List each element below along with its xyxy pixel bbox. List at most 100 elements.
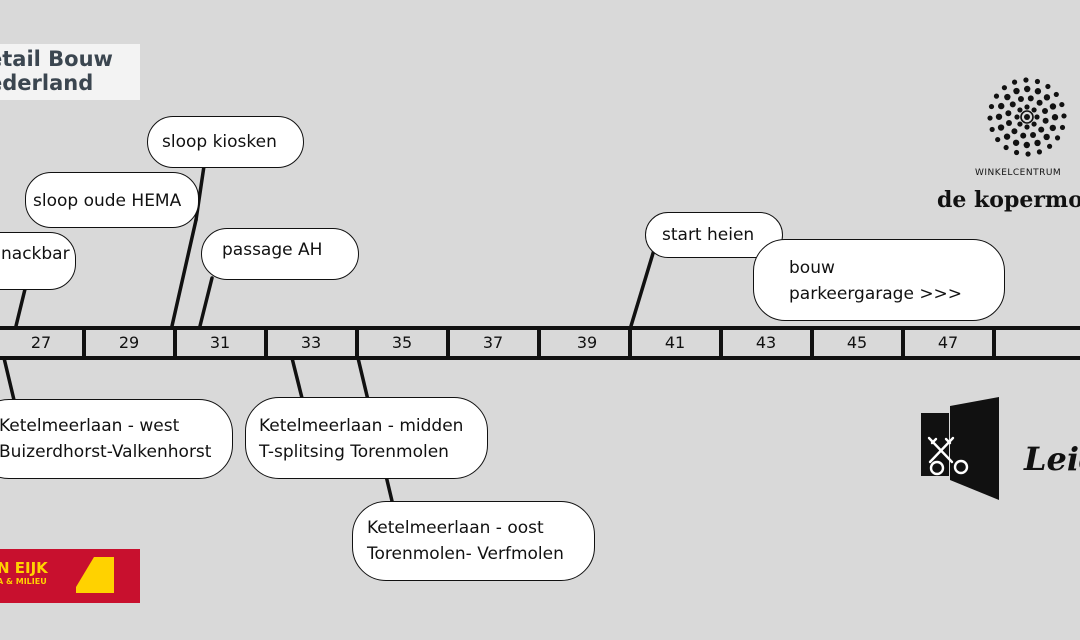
event-label: sloop oude HEMA	[33, 191, 182, 211]
event-label: Ketelmeerlaan - oost	[367, 518, 544, 538]
timeline-bar	[0, 326, 1080, 360]
sun-dot	[1017, 107, 1023, 113]
tick-label: 45	[846, 333, 868, 352]
van-eijk-logo: N EIJK A & MILIEU	[0, 549, 140, 603]
connector-ketelmeerlaan-west	[2, 356, 16, 402]
sun-dot	[993, 93, 1000, 99]
sun-dot	[995, 136, 1001, 143]
sun-dot	[1023, 77, 1029, 83]
tick-label: 43	[755, 333, 777, 352]
sun-dot	[1024, 124, 1030, 130]
retail-bouw-logo: etail Bouw ederland	[0, 44, 140, 100]
sun-dot	[1024, 104, 1030, 110]
sun-dot	[1004, 93, 1011, 101]
sun-dot	[1024, 85, 1031, 93]
event-label: Buizerdhorst-Valkenhorst	[0, 442, 212, 462]
kopermolen-sun-icon	[987, 77, 1067, 157]
sun-dot	[1030, 132, 1037, 139]
tick-label: 27	[30, 333, 52, 352]
sun-dot	[1009, 101, 1016, 108]
event-ketelmeerlaan-oost: Ketelmeerlaan - oost Torenmolen- Verfmol…	[352, 501, 595, 581]
sun-core	[1024, 114, 1030, 120]
kopermolen-label: WINKELCENTRUM	[975, 168, 1062, 178]
sun-dot	[995, 113, 1003, 120]
sun-dot	[1053, 91, 1059, 98]
sun-dot	[1049, 103, 1057, 110]
event-label: Ketelmeerlaan - west	[0, 416, 180, 436]
logo-text: N EIJK	[0, 559, 48, 577]
connector-sloop-oude-hema	[170, 218, 198, 328]
event-label: T-splitsing Torenmolen	[259, 442, 449, 462]
event-ketelmeerlaan-midden: Ketelmeerlaan - midden T-splitsing Toren…	[245, 397, 488, 479]
logo-text: A & MILIEU	[0, 577, 47, 586]
sun-dot	[1031, 121, 1037, 127]
sun-dot	[1013, 149, 1020, 156]
connector-start-heien	[629, 248, 656, 328]
sun-dot	[1034, 78, 1041, 85]
event-label: start heien	[662, 225, 755, 245]
leiden-keys-icon	[921, 397, 999, 500]
event-bouw-parkeergarage: bouw parkeergarage >>>	[753, 239, 1005, 321]
event-label: parkeergarage >>>	[789, 284, 963, 304]
sun-dot	[1020, 132, 1027, 139]
event-label: nackbar	[1, 244, 70, 264]
sun-dot	[1042, 107, 1049, 114]
sun-dot	[1038, 126, 1045, 133]
sun-dot	[1054, 135, 1061, 141]
sun-dot	[1003, 133, 1011, 140]
sun-dot	[1059, 124, 1066, 131]
event-snackbar: nackbar	[0, 232, 76, 290]
event-ketelmeerlaan-west: Ketelmeerlaan - west Buizerdhorst-Valken…	[0, 399, 233, 479]
sun-dot	[1003, 144, 1009, 151]
tick-label: 33	[300, 333, 322, 352]
event-passage-ah: passage AH	[201, 228, 359, 280]
sun-dot	[1011, 79, 1018, 85]
sun-dot	[1034, 114, 1040, 120]
tick-label: 47	[937, 333, 959, 352]
sun-dot	[1017, 95, 1024, 102]
sun-dot	[988, 103, 995, 110]
sun-dot	[1027, 95, 1034, 102]
sun-dot	[1034, 139, 1041, 147]
tick-label: 31	[209, 333, 231, 352]
event-label: Ketelmeerlaan - midden	[259, 416, 464, 436]
sun-dot	[987, 115, 993, 121]
tick-label: 35	[391, 333, 413, 352]
sun-dot	[1017, 121, 1023, 127]
event-label: passage AH	[222, 240, 323, 260]
event-label: bouw	[789, 258, 835, 278]
sun-dot	[1034, 88, 1042, 95]
sun-dot	[998, 102, 1005, 110]
connector-passage-ah	[198, 276, 214, 328]
tick-label: 29	[118, 333, 140, 352]
sun-dot	[1005, 120, 1012, 127]
sun-dot	[1025, 151, 1031, 157]
tick-label: 39	[576, 333, 598, 352]
sun-dot	[1043, 133, 1050, 141]
sun-dot	[1036, 99, 1043, 106]
leiden-name: Leid	[1024, 440, 1080, 478]
sun-dot	[1001, 85, 1008, 91]
sun-dot	[1036, 149, 1043, 155]
van-eijk-mark-icon	[76, 557, 114, 593]
sun-dot	[1011, 128, 1018, 135]
sun-dot	[1045, 83, 1051, 90]
sun-dot	[1013, 87, 1020, 95]
event-sloop-oude-hema: sloop oude HEMA	[25, 172, 199, 228]
sun-dot	[1012, 139, 1020, 146]
sun-dot	[1031, 107, 1037, 113]
sun-dot	[989, 126, 995, 133]
sun-dot	[997, 124, 1005, 131]
sun-dot	[1023, 141, 1030, 149]
connector-snackbar	[14, 283, 28, 328]
sun-dot	[1046, 143, 1053, 149]
logo-text: ederland	[0, 71, 94, 95]
event-sloop-kiosken: sloop kiosken	[147, 116, 304, 168]
sun-ring	[1020, 110, 1034, 124]
sun-dot	[1051, 114, 1059, 121]
sun-dot	[1059, 101, 1065, 108]
event-label: sloop kiosken	[162, 132, 277, 152]
sun-dot	[1005, 110, 1012, 117]
